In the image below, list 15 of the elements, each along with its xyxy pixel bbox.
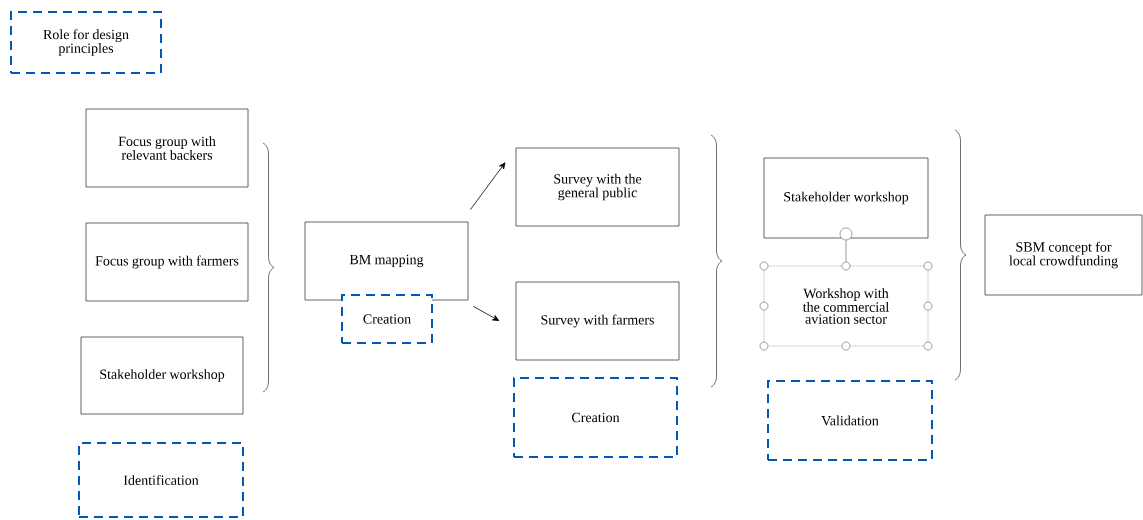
arrow — [473, 306, 500, 321]
role-box: Creation — [513, 377, 678, 458]
process-box: SBM concept for local crowdfunding — [984, 214, 1143, 296]
role-box: Role for design principles — [10, 11, 162, 74]
process-box: Survey with farmers — [515, 281, 680, 361]
role-box: Creation — [341, 294, 433, 344]
process-box: Workshop with the commercial aviation sector — [763, 265, 929, 347]
role-box: Identification — [78, 442, 244, 518]
process-box: Focus group with farmers — [85, 222, 249, 302]
process-box: Stakeholder workshop — [80, 336, 244, 415]
process-box: Stakeholder workshop — [763, 157, 929, 239]
role-box: Validation — [767, 380, 933, 461]
arrow — [470, 162, 506, 210]
process-box: Survey with the general public — [515, 147, 680, 227]
process-box: Focus group with relevant backers — [85, 108, 249, 188]
